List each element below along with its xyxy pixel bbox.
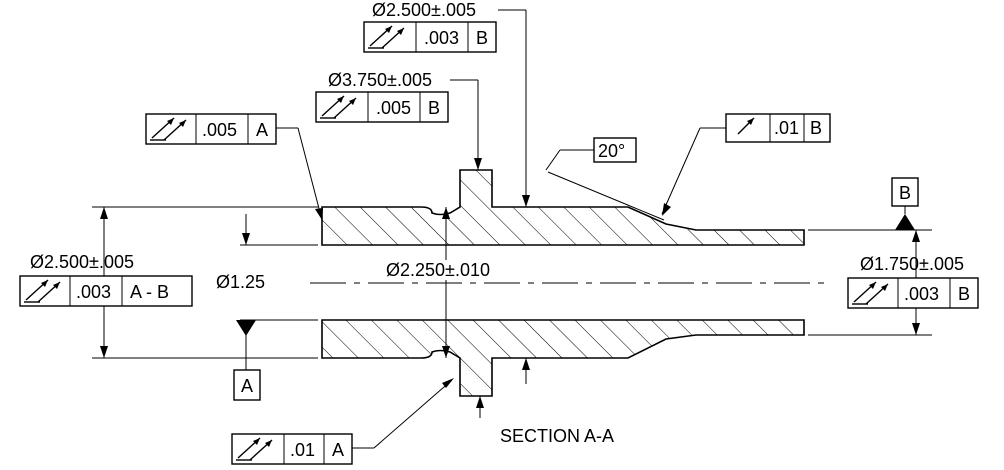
id-dimension: Ø1.25	[216, 214, 318, 370]
fcf-bottom-flange: .01 A	[231, 378, 454, 465]
datum-b: B	[891, 177, 919, 230]
flange-bottom-arrows	[476, 358, 530, 418]
svg-text:.01: .01	[290, 440, 315, 460]
svg-text:Ø1.750±.005: Ø1.750±.005	[860, 254, 964, 274]
svg-text:Ø2.250±.010: Ø2.250±.010	[386, 260, 490, 280]
svg-text:B: B	[428, 98, 440, 118]
svg-text:.003: .003	[904, 284, 939, 304]
id-small-dim: 1.25	[230, 272, 265, 292]
right-od-dim: 1.750±.005	[874, 254, 964, 274]
part-section	[310, 169, 830, 397]
fcf-taper: .01 B	[661, 113, 831, 216]
left-od-dim: 2.500±.005	[44, 252, 134, 272]
diameter-symbol: Ø	[30, 252, 44, 272]
svg-text:.005: .005	[376, 98, 411, 118]
svg-text:A: A	[256, 120, 268, 140]
fcf-top-center: Ø2.500±.005 .003 B	[363, 0, 530, 207]
datum-a: A	[233, 320, 261, 401]
svg-text:Ø3.750±.005: Ø3.750±.005	[328, 70, 432, 90]
svg-text:.01: .01	[774, 118, 799, 138]
bottom-wall	[321, 319, 805, 397]
inner-dimension: Ø2.250±.010	[384, 207, 508, 358]
section-label: SECTION A-A	[500, 426, 614, 446]
bore-dim: 2.500±.005	[386, 0, 476, 20]
svg-text:.005: .005	[202, 120, 237, 140]
svg-text:A - B: A - B	[130, 282, 169, 302]
taper-angle: 20°	[545, 137, 665, 221]
fcf-flange: Ø3.750±.005 .005 B	[315, 70, 482, 170]
fcf-right-od: .003 B	[847, 277, 979, 309]
svg-text:B: B	[476, 28, 488, 48]
datum-triangle-icon	[895, 214, 915, 230]
left-od-dimension: Ø2.500±.005	[30, 206, 318, 359]
right-od-dimension: Ø1.750±.005	[808, 229, 964, 336]
svg-text:Ø2.500±.005: Ø2.500±.005	[372, 0, 476, 20]
svg-text:B: B	[810, 118, 822, 138]
datum-triangle-icon	[236, 320, 256, 336]
svg-text:A: A	[332, 440, 344, 460]
svg-text:Ø1.25: Ø1.25	[216, 272, 265, 292]
datum-a-label: A	[241, 376, 253, 396]
fcf-left-face: .005 A	[145, 113, 323, 221]
svg-text:.003: .003	[76, 282, 111, 302]
taper-angle-dim: 20°	[598, 141, 625, 161]
datum-b-label: B	[899, 183, 911, 203]
svg-text:.003: .003	[424, 28, 459, 48]
fcf-left-od: .003 A - B	[19, 275, 193, 307]
inner-dim: 2.250±.010	[400, 260, 490, 280]
top-wall	[321, 169, 805, 246]
svg-text:B: B	[958, 284, 970, 304]
flange-dim: 3.750±.005	[342, 70, 432, 90]
svg-text:Ø2.500±.005: Ø2.500±.005	[30, 252, 134, 272]
